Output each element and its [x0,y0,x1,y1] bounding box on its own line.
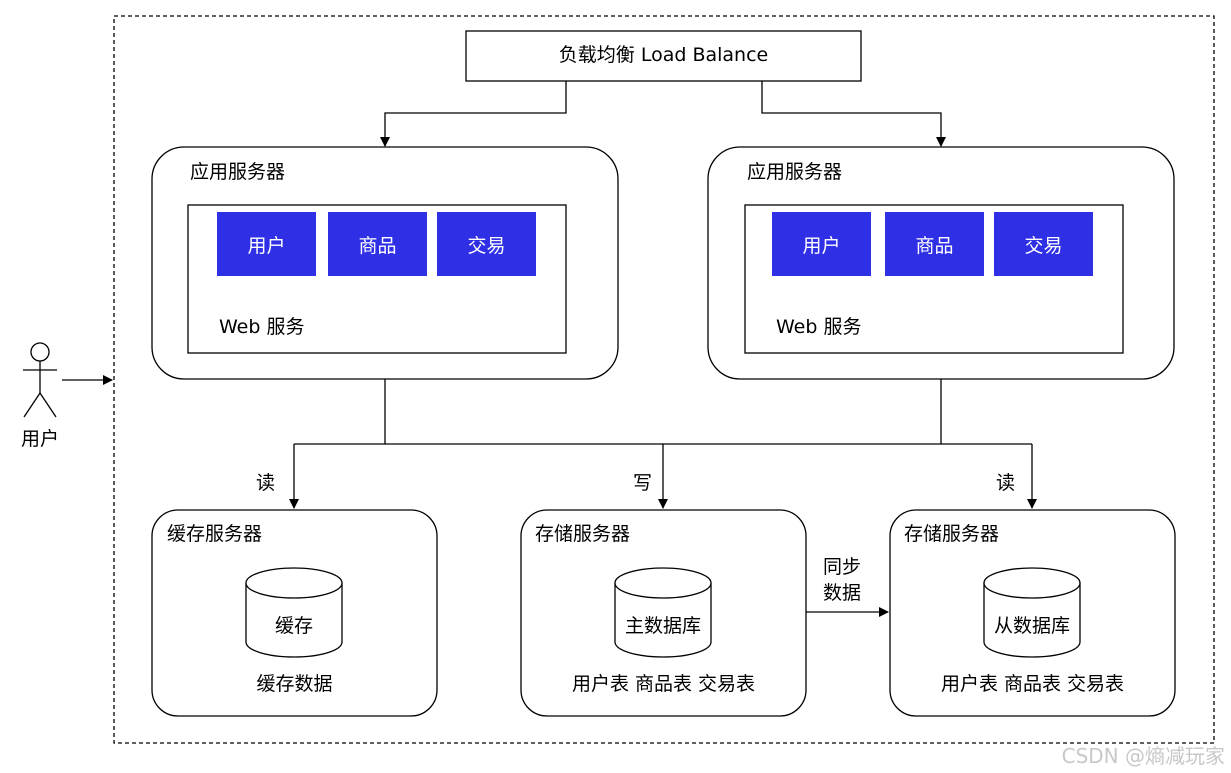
web-service-label: Web 服务 [219,316,305,338]
system-boundary [113,15,1215,744]
master-db-icon [614,567,712,658]
module-trade: 交易 [437,212,536,276]
cache-db-icon [245,567,343,658]
load-balancer-label: 负载均衡 Load Balance [558,44,769,66]
app-server-title: 应用服务器 [747,161,843,183]
module-product: 商品 [328,212,427,276]
module-user: 用户 [217,212,316,276]
module-user: 用户 [772,212,871,276]
edge-label-sync: 同步 [823,556,862,578]
cache-server-title: 缓存服务器 [167,523,263,545]
app-server-title: 应用服务器 [190,161,286,183]
cache-caption: 缓存数据 [256,673,333,695]
lb-to-app-left [380,81,567,147]
web-service-label: Web 服务 [776,316,862,338]
master-storage-title: 存储服务器 [535,523,631,545]
load-balancer-box [465,30,862,82]
cache-db-label: 缓存 [274,615,313,637]
watermark: CSDN @熵减玩家 [1061,744,1225,768]
edge-label-write: 写 [633,472,653,494]
edge-label-read: 读 [996,472,1016,494]
master-caption: 用户表 商品表 交易表 [571,673,756,695]
master-db-label: 主数据库 [624,615,701,637]
edge-label-read: 读 [256,472,276,494]
edge-label-sync: 数据 [823,582,862,604]
slave-storage-title: 存储服务器 [904,523,1000,545]
slave-db-label: 从数据库 [993,615,1070,637]
module-trade: 交易 [994,212,1093,276]
actor-label: 用户 [21,428,60,450]
slave-caption: 用户表 商品表 交易表 [940,673,1125,695]
user-actor-icon [23,342,57,418]
module-product: 商品 [885,212,984,276]
lb-to-app-right [761,81,946,147]
slave-db-icon [983,567,1081,658]
